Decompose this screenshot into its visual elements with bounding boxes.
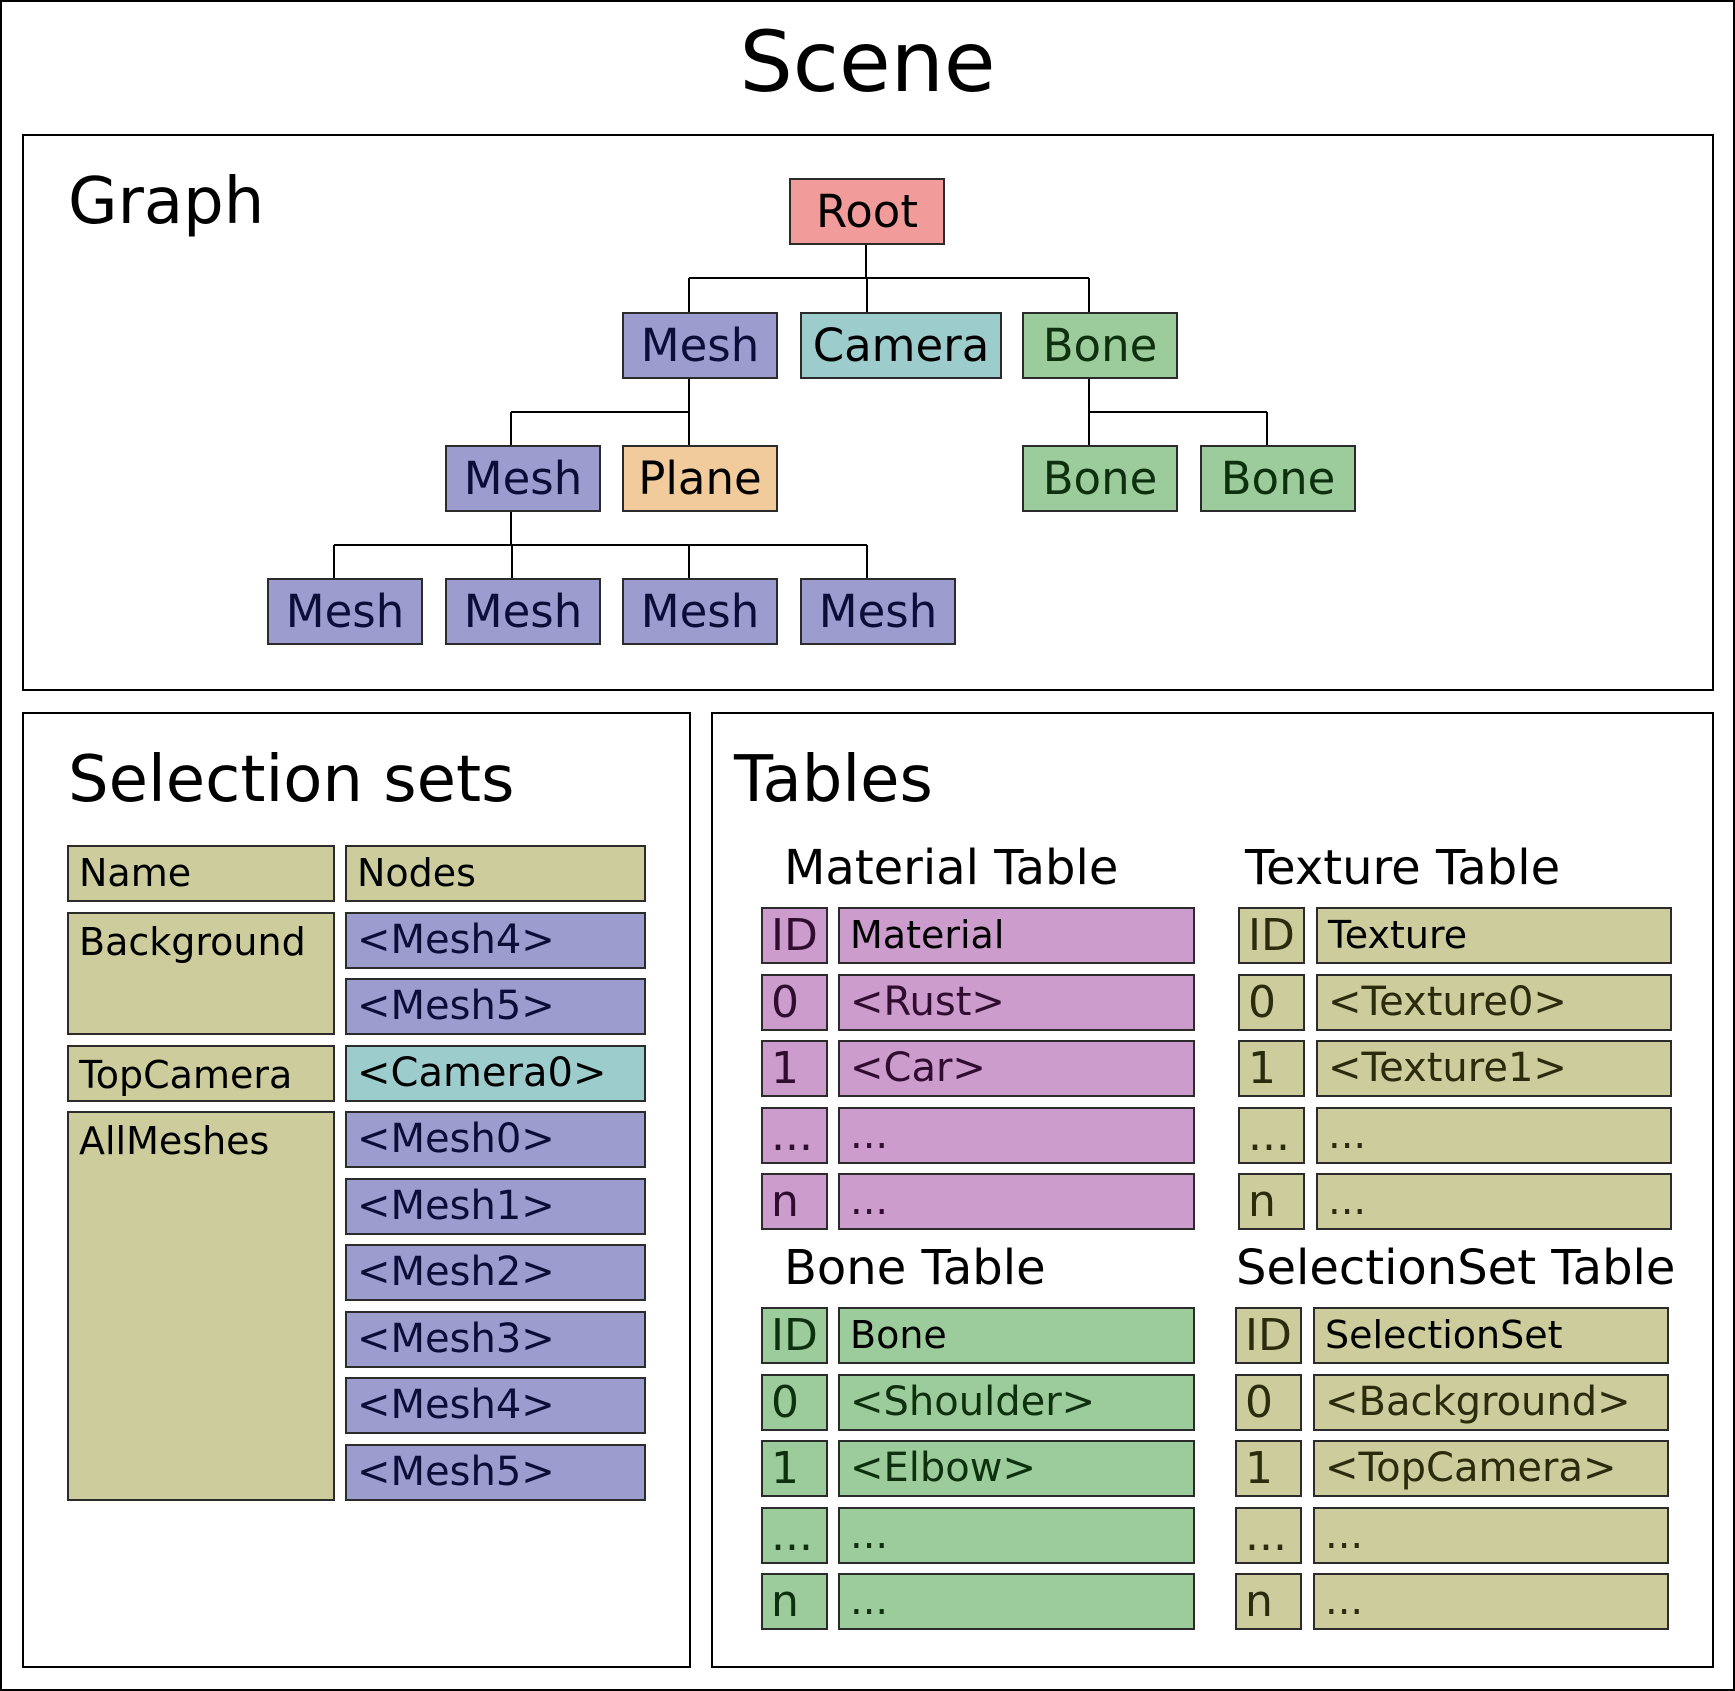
- table-texture-id-cell: 0: [1238, 973, 1305, 1031]
- table-selectionset-value-cell: <TopCamera>: [1313, 1440, 1669, 1497]
- table-texture-id-cell: n: [1238, 1173, 1305, 1230]
- table-material-value-cell: <Rust>: [838, 973, 1195, 1031]
- graph-node-mesh-d: Mesh: [445, 578, 601, 645]
- selection-set-name-allmeshes: AllMeshes: [67, 1111, 335, 1501]
- selection-set-node: <Mesh1>: [345, 1177, 646, 1235]
- graph-node-root: Root: [789, 178, 945, 245]
- table-texture-value-cell: Texture: [1316, 907, 1672, 964]
- graph-node-camera: Camera: [800, 312, 1002, 379]
- table-material-value-cell: Material: [838, 907, 1195, 964]
- graph-panel: [22, 134, 1714, 691]
- selection-set-name-background: Background: [67, 911, 335, 1035]
- graph-node-mesh-c: Mesh: [267, 578, 423, 645]
- table-texture-value-cell: <Texture0>: [1316, 973, 1672, 1031]
- table-texture-id-cell: 1: [1238, 1040, 1305, 1097]
- selection-set-node: <Mesh5>: [345, 1443, 646, 1501]
- selection-set-node: <Mesh4>: [345, 911, 646, 969]
- table-bone-value-cell: <Shoulder>: [838, 1373, 1195, 1431]
- table-title-material: Material Table: [784, 840, 1119, 896]
- table-texture-value-cell: <Texture1>: [1316, 1040, 1672, 1097]
- table-texture-id-cell: ID: [1238, 907, 1305, 964]
- table-bone-value-cell: ...: [838, 1573, 1195, 1630]
- selection-set-node: <Mesh4>: [345, 1377, 646, 1434]
- table-material-id-cell: 1: [761, 1040, 828, 1097]
- selection-set-node: <Mesh3>: [345, 1310, 646, 1368]
- graph-node-mesh-b: Mesh: [445, 445, 601, 512]
- table-selectionset-value-cell: SelectionSet: [1313, 1307, 1669, 1364]
- table-material-id-cell: ID: [761, 907, 828, 964]
- selection-header-nodes: Nodes: [345, 845, 646, 902]
- table-texture-value-cell: ...: [1316, 1173, 1672, 1230]
- table-selectionset-id-cell: 0: [1235, 1373, 1302, 1431]
- table-selectionset-value-cell: ...: [1313, 1506, 1669, 1564]
- table-bone-id-cell: 0: [761, 1373, 828, 1431]
- graph-node-plane: Plane: [622, 445, 778, 512]
- table-selectionset-value-cell: <Background>: [1313, 1373, 1669, 1431]
- selection-set-node: <Mesh0>: [345, 1111, 646, 1168]
- table-title-texture: Texture Table: [1245, 840, 1561, 896]
- table-material-id-cell: ...: [761, 1106, 828, 1164]
- graph-node-bone-b: Bone: [1022, 445, 1178, 512]
- selection-sets-panel: [22, 712, 691, 1668]
- table-bone-value-cell: Bone: [838, 1307, 1195, 1364]
- tables-title: Tables: [734, 743, 933, 817]
- tables-panel: [711, 712, 1714, 1668]
- selection-set-node: <Mesh5>: [345, 978, 646, 1035]
- table-texture-id-cell: ...: [1238, 1106, 1305, 1164]
- scene-title: Scene: [739, 13, 996, 111]
- selection-set-node: <Camera0>: [345, 1044, 646, 1102]
- selection-set-name-topcamera: TopCamera: [67, 1044, 335, 1102]
- table-material-value-cell: <Car>: [838, 1040, 1195, 1097]
- graph-node-mesh-a: Mesh: [622, 312, 778, 379]
- table-bone-value-cell: ...: [838, 1506, 1195, 1564]
- graph-node-mesh-e: Mesh: [622, 578, 778, 645]
- table-selectionset-value-cell: ...: [1313, 1573, 1669, 1630]
- table-material-value-cell: ...: [838, 1106, 1195, 1164]
- table-selectionset-id-cell: n: [1235, 1573, 1302, 1630]
- table-bone-id-cell: n: [761, 1573, 828, 1630]
- graph-node-bone-c: Bone: [1200, 445, 1356, 512]
- table-bone-id-cell: 1: [761, 1440, 828, 1497]
- graph-title: Graph: [68, 165, 265, 239]
- table-bone-value-cell: <Elbow>: [838, 1440, 1195, 1497]
- table-texture-value-cell: ...: [1316, 1106, 1672, 1164]
- table-bone-id-cell: ID: [761, 1307, 828, 1364]
- table-selectionset-id-cell: 1: [1235, 1440, 1302, 1497]
- graph-node-mesh-f: Mesh: [800, 578, 956, 645]
- selection-sets-title: Selection sets: [68, 743, 515, 817]
- selection-header-name: Name: [67, 845, 335, 902]
- table-selectionset-id-cell: ID: [1235, 1307, 1302, 1364]
- table-selectionset-id-cell: ...: [1235, 1506, 1302, 1564]
- selection-set-node: <Mesh2>: [345, 1244, 646, 1301]
- table-bone-id-cell: ...: [761, 1506, 828, 1564]
- table-material-value-cell: ...: [838, 1173, 1195, 1230]
- table-material-id-cell: 0: [761, 973, 828, 1031]
- table-title-bone: Bone Table: [784, 1240, 1046, 1296]
- table-title-selectionset: SelectionSet Table: [1236, 1240, 1676, 1296]
- graph-node-bone-a: Bone: [1022, 312, 1178, 379]
- table-material-id-cell: n: [761, 1173, 828, 1230]
